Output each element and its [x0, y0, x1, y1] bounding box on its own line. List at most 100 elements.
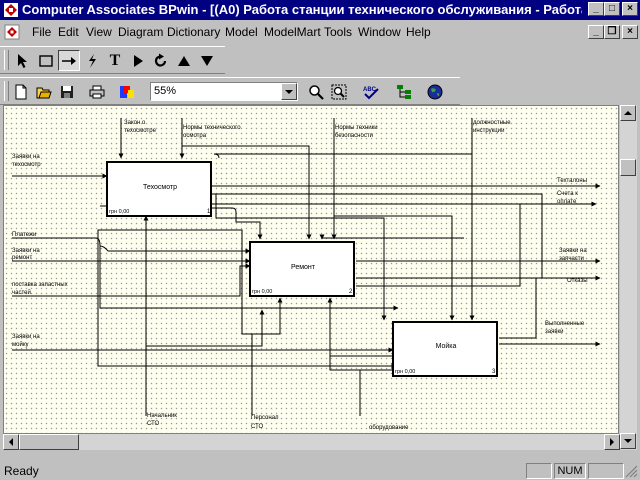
menu-model[interactable]: Model: [225, 25, 258, 39]
arrow-feedback-1[interactable]: [211, 193, 387, 321]
menu-window[interactable]: Window: [358, 25, 401, 39]
mechanism-label-1-line-1[interactable]: СТО: [251, 424, 264, 430]
diagram-canvas[interactable]: Техосмотр грн 0,00 1 Ремонт грн 0,00 2 М…: [3, 105, 619, 434]
color-button[interactable]: [116, 81, 138, 102]
go-to-sibling-button[interactable]: [150, 50, 172, 71]
input-label-4-line-1[interactable]: мойку: [12, 341, 29, 348]
activity-box-2[interactable]: Ремонт грн 0,00 2: [249, 241, 355, 297]
arrow-mech-nachalnik-b[interactable]: [146, 309, 265, 347]
horizontal-scrollbar[interactable]: [3, 434, 620, 450]
minimize-button[interactable]: _: [588, 2, 604, 16]
control-label-3-line-0[interactable]: должностные: [473, 120, 511, 126]
output-label-4-line-1[interactable]: заявки: [545, 329, 564, 335]
arrow-feedback-2[interactable]: [211, 207, 263, 240]
toolbar-grip[interactable]: [4, 50, 9, 70]
arrow-input-parts[interactable]: [12, 263, 251, 297]
input-label-3-line-1[interactable]: частей: [12, 289, 31, 296]
zoom-dropdown-arrow[interactable]: [281, 83, 297, 100]
mechanism-label-0-line-1[interactable]: СТО: [147, 421, 160, 427]
menu-view[interactable]: View: [86, 25, 112, 39]
activity-box-3[interactable]: Мойка грн 0,00 3: [392, 321, 498, 377]
arrow-tool-button[interactable]: [58, 50, 80, 71]
vertical-scroll-thumb[interactable]: [620, 159, 636, 176]
input-label-0-line-0[interactable]: Заявки на: [12, 154, 40, 160]
input-label-3-line-0[interactable]: поставка запастных: [12, 282, 68, 288]
output-label-1-line-0[interactable]: Счета к: [557, 191, 578, 197]
input-label-0-line-1[interactable]: техосмотр: [12, 162, 41, 168]
spelling-button[interactable]: ABC: [360, 81, 382, 102]
control-label-3-line-1[interactable]: инструкции: [473, 128, 504, 134]
output-label-1-line-1[interactable]: оплате: [557, 199, 577, 205]
go-to-child-button[interactable]: [127, 50, 149, 71]
input-label-2-line-1[interactable]: ремонт: [12, 255, 32, 261]
maximize-button[interactable]: □: [604, 2, 620, 16]
save-button[interactable]: [56, 81, 78, 102]
zoom-in-button[interactable]: [305, 81, 327, 102]
control-label-1-line-0[interactable]: Нормы технического: [183, 125, 241, 131]
new-button[interactable]: [10, 81, 32, 102]
go-to-parent-button[interactable]: [173, 50, 195, 71]
input-label-2-line-0[interactable]: Заявки на: [12, 248, 40, 254]
scroll-down-button[interactable]: [620, 433, 636, 449]
model-explorer-button[interactable]: [393, 81, 415, 102]
mdi-minimize-button[interactable]: _: [588, 25, 604, 39]
scroll-up-button[interactable]: [620, 105, 636, 121]
output-label-2-line-0[interactable]: Заявки на: [559, 248, 587, 254]
menu-modelmart[interactable]: ModelMart: [264, 25, 321, 39]
menu-tools[interactable]: Tools: [324, 25, 353, 39]
arrow-control-4b[interactable]: [213, 153, 472, 159]
toolbar-grip[interactable]: [4, 81, 9, 101]
text-tool-button[interactable]: T: [104, 50, 126, 71]
arrow-right-icon: [62, 56, 76, 65]
control-label-1-line-1[interactable]: осмотра: [183, 133, 207, 139]
arrow-input-platezhi-b[interactable]: [99, 245, 251, 254]
menu-diagram[interactable]: Diagram: [118, 25, 164, 39]
arrow-output-scheta-b[interactable]: [356, 204, 521, 287]
output-label-2-line-1[interactable]: запчасти: [559, 256, 584, 262]
arrow-mech-oborud-b[interactable]: [327, 297, 360, 371]
arrow-control-2b[interactable]: [182, 145, 312, 240]
control-label-2-line-0[interactable]: Нормы техники: [335, 125, 378, 131]
go-down-button[interactable]: [196, 50, 218, 71]
vertical-scrollbar[interactable]: [620, 105, 637, 450]
zoom-fit-button[interactable]: [328, 81, 350, 102]
menu-dictionary[interactable]: Dictionary: [167, 25, 221, 39]
control-label-0-line-1[interactable]: техосмотре: [124, 128, 157, 134]
arrow-mech-personal[interactable]: [251, 297, 283, 416]
scroll-left-button[interactable]: [3, 434, 19, 450]
input-label-1-line-0[interactable]: Платежи: [12, 232, 36, 238]
scroll-right-button[interactable]: [604, 434, 620, 450]
mdi-restore-button[interactable]: ❐: [604, 25, 620, 39]
arrow-control-3b[interactable]: [334, 215, 455, 321]
close-button[interactable]: ×: [622, 2, 638, 16]
resize-grip-icon[interactable]: [625, 465, 638, 478]
zoom-select[interactable]: 55%: [150, 82, 298, 101]
open-button[interactable]: [33, 81, 55, 102]
input-label-4-line-0[interactable]: Заявки на: [12, 334, 40, 340]
menu-help[interactable]: Help: [406, 25, 431, 39]
bpwin-app-icon[interactable]: [3, 2, 19, 18]
pointer-tool-button[interactable]: [12, 50, 34, 71]
activity-box-1[interactable]: Техосмотр грн 0,00 1: [106, 161, 212, 217]
horizontal-scroll-thumb[interactable]: [19, 434, 79, 450]
control-label-0-line-0[interactable]: Закон о: [124, 120, 146, 126]
modelmart-button[interactable]: [424, 81, 446, 102]
output-label-3-line-0[interactable]: Отказы: [567, 278, 588, 284]
document-icon[interactable]: [4, 24, 20, 40]
arrow-output-otkazy-c[interactable]: [499, 278, 537, 339]
control-label-2-line-1[interactable]: безопасности: [335, 133, 373, 139]
squiggle-tool-button[interactable]: [81, 50, 103, 71]
menu-edit[interactable]: Edit: [58, 25, 79, 39]
mechanism-label-1-line-0[interactable]: Персонал: [251, 415, 279, 421]
menu-file[interactable]: File: [32, 25, 52, 39]
mechanism-label-0-line-0[interactable]: Начальник: [147, 413, 177, 419]
output-label-0-line-0[interactable]: Техталоны: [557, 178, 587, 184]
box-tool-button[interactable]: [35, 50, 57, 71]
mdi-close-button[interactable]: ×: [622, 25, 638, 39]
arrow-mech-personal-b[interactable]: [97, 229, 397, 369]
arrow-control-4c[interactable]: [319, 234, 464, 240]
mechanism-label-2-line-0[interactable]: оборудование: [369, 425, 409, 431]
print-button[interactable]: [86, 81, 108, 102]
arrow-output-otkazy[interactable]: [211, 193, 601, 281]
output-label-4-line-0[interactable]: Выполненные: [545, 321, 585, 327]
